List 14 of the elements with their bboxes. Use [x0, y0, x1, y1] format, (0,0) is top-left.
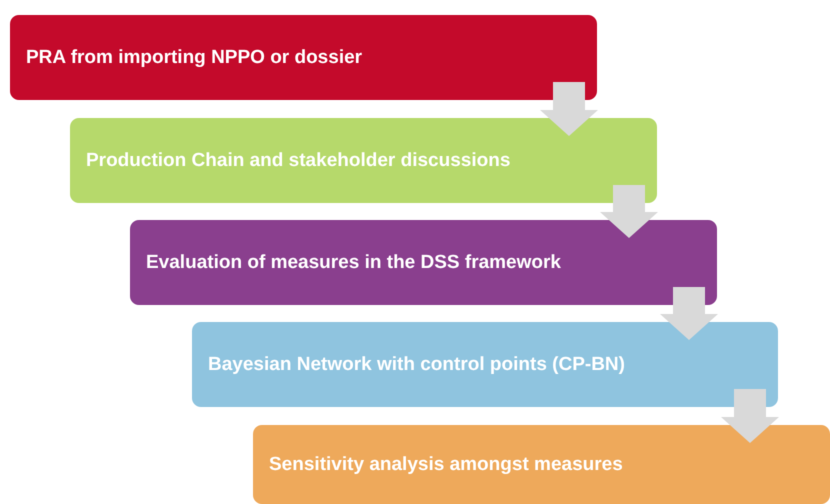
- process-box: [70, 118, 657, 203]
- step-text: Bayesian Network with control points (CP-BN): [208, 354, 625, 376]
- block-arrow: [721, 389, 779, 443]
- block-arrow: [600, 185, 658, 238]
- step-text: Sensitivity analysis amongst measures: [269, 454, 623, 476]
- step-text: PRA from importing NPPO or dossier: [26, 46, 362, 68]
- process-box: [10, 15, 597, 100]
- process-box: [253, 425, 830, 504]
- step-text: Production Chain and stakeholder discussions: [86, 150, 510, 172]
- process-box: [192, 322, 778, 407]
- process-box: [130, 220, 717, 305]
- block-arrow: [540, 82, 598, 136]
- step-text: Evaluation of measures in the DSS framework: [146, 252, 561, 274]
- block-arrow: [660, 287, 718, 340]
